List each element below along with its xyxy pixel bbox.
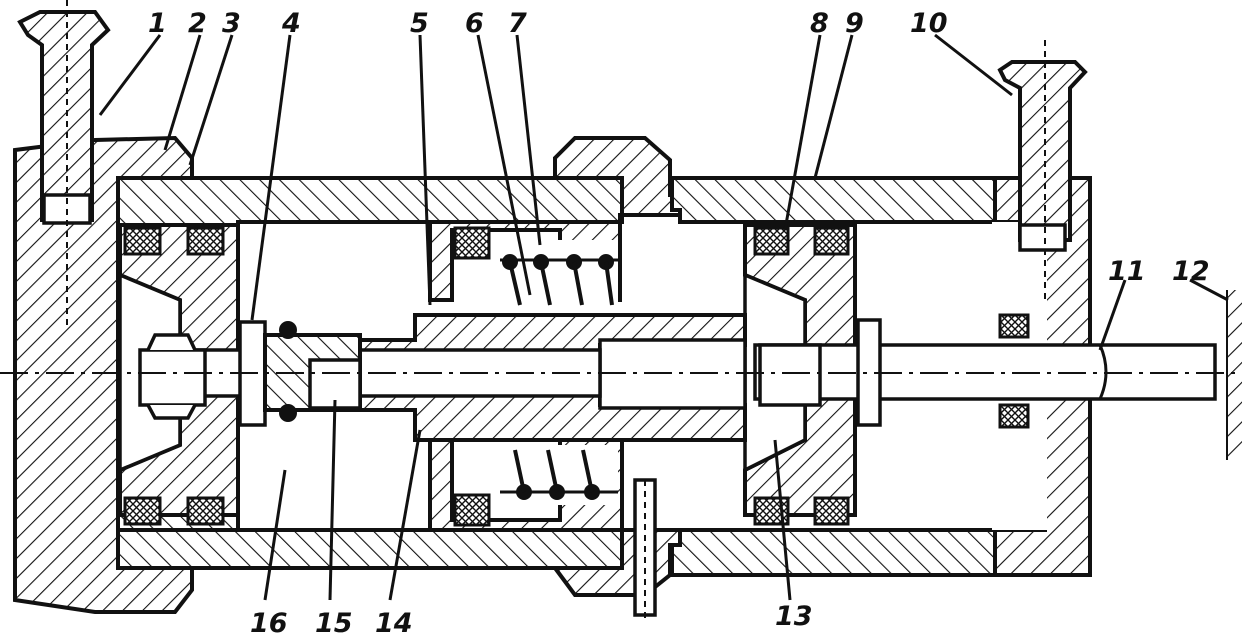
stop-wall — [1226, 290, 1242, 460]
bottom-port — [633, 478, 657, 620]
left-air-fitting — [17, 0, 111, 330]
label-15: 15 — [315, 608, 353, 639]
label-6: 6 — [465, 8, 484, 39]
label-11: 11 — [1108, 256, 1146, 287]
label-4: 4 — [281, 8, 301, 39]
left-seals — [123, 226, 225, 526]
label-13: 13 — [775, 601, 813, 632]
label-14: 14 — [375, 608, 413, 639]
right-rod-seals — [998, 313, 1030, 429]
label-7: 7 — [508, 8, 527, 39]
spring-chamber-lower — [453, 445, 618, 527]
label-10: 10 — [910, 8, 948, 39]
label-16: 16 — [250, 608, 288, 639]
leader-lines — [98, 33, 1229, 601]
right-air-fitting — [997, 40, 1088, 300]
label-5: 5 — [410, 8, 429, 39]
label-2: 2 — [188, 8, 207, 39]
label-12: 12 — [1172, 256, 1210, 287]
label-8: 8 — [810, 8, 829, 39]
label-3: 3 — [222, 8, 241, 39]
label-1: 1 — [148, 8, 167, 39]
left-nut — [138, 333, 207, 420]
label-9: 9 — [845, 8, 864, 39]
